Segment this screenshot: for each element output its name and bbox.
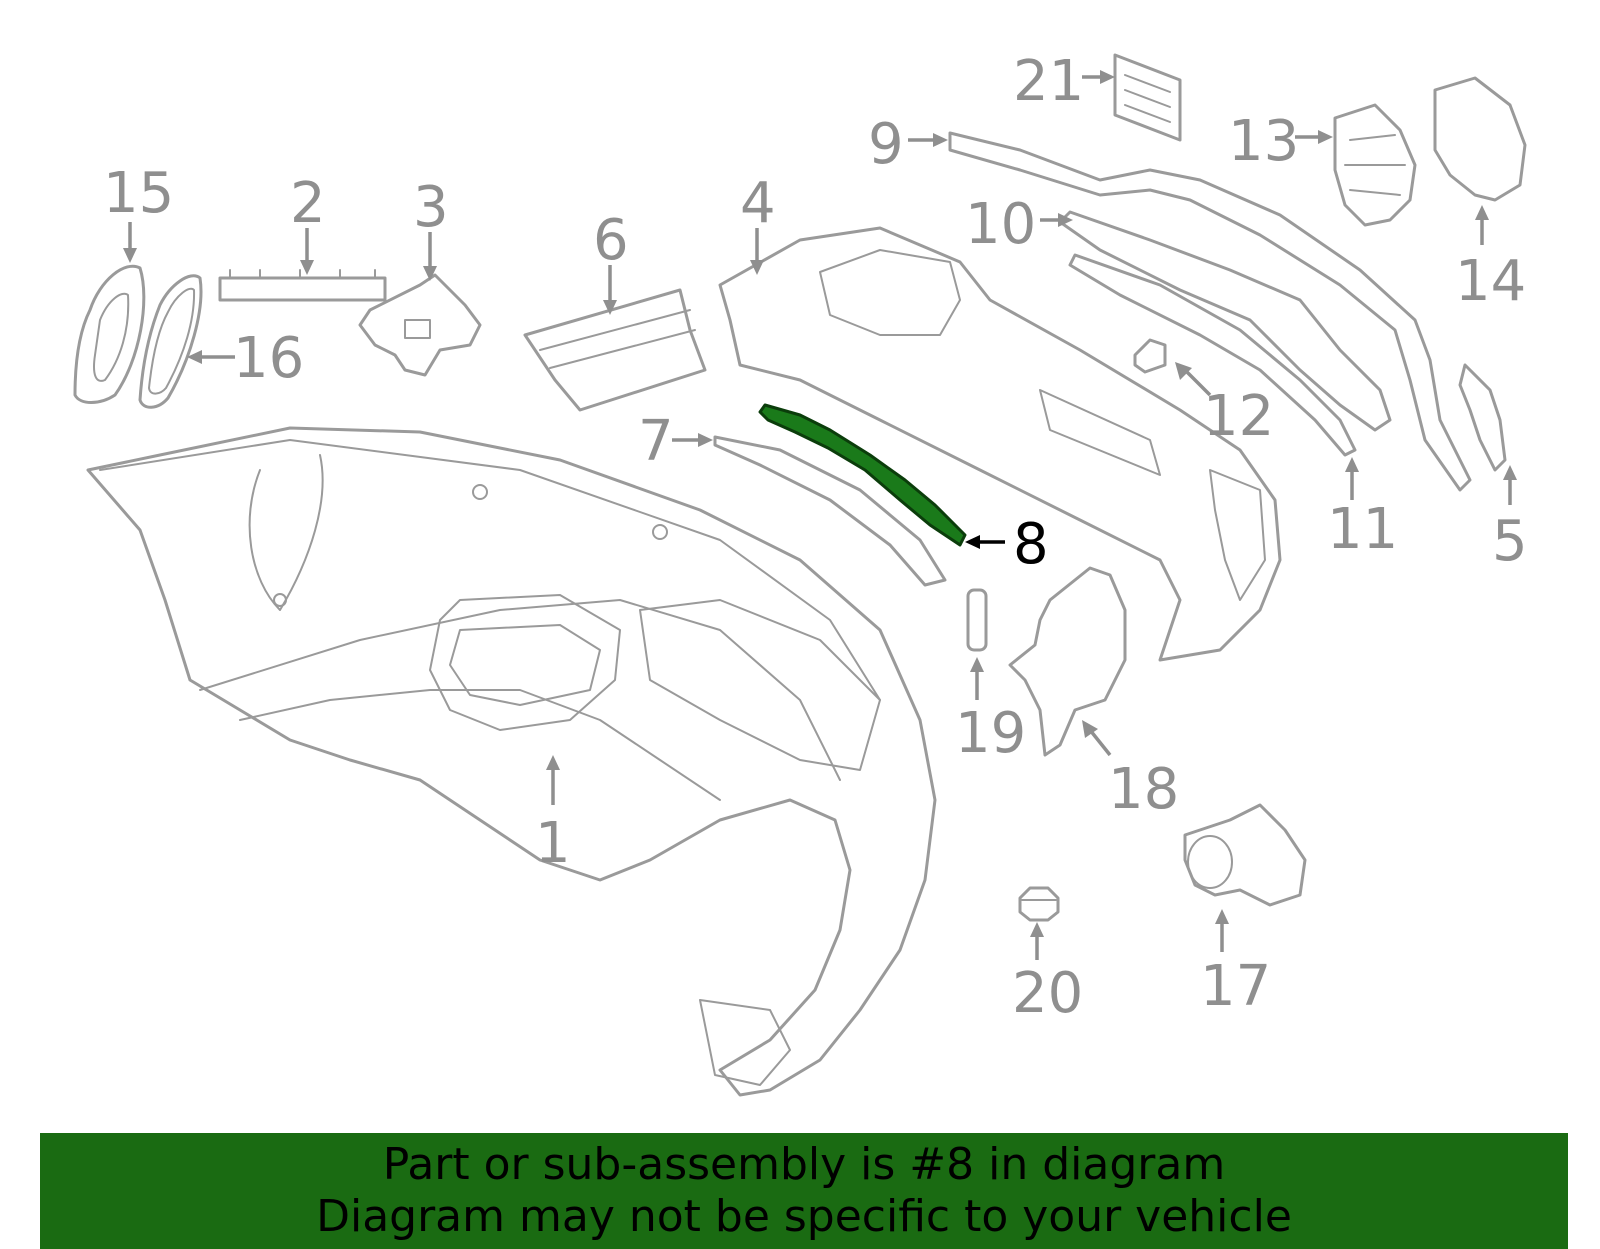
part-8-highlighted[interactable] [758,403,967,547]
part-21-plate [1113,53,1182,142]
part-10-molding [1058,210,1392,432]
part-5-side-bracket [1458,363,1507,472]
part-4-energy-absorber [718,226,1282,662]
part-16-gasket-ring [138,274,203,409]
callout-10: 10 [965,192,1036,257]
part-2-bracket-strip [218,269,387,302]
callout-3: 3 [413,175,449,240]
callout-6: 6 [593,208,629,273]
part-11-strip [1068,253,1357,457]
part-9-upper-molding [948,131,1472,492]
callout-20: 20 [1012,961,1083,1026]
callouts: 1 2 3 4 5 6 7 8 9 10 [103,49,1528,1026]
callout-14: 14 [1455,249,1526,314]
part-15-ring [73,264,146,404]
callout-17: 17 [1200,954,1271,1019]
callout-4: 4 [740,171,776,236]
part-17-air-duct [1183,803,1307,907]
part-14-cover [1433,76,1527,202]
callout-13: 13 [1228,109,1299,174]
callout-12: 12 [1203,384,1274,449]
part-1-bumper-cover [86,426,937,1097]
notice-banner: Part or sub-assembly is #8 in diagram Di… [40,1133,1568,1249]
callout-5: 5 [1492,509,1528,574]
part-7-trim-strip [713,435,947,587]
part-20-nut [1018,886,1060,922]
callout-19: 19 [955,701,1026,766]
callout-15: 15 [103,161,174,226]
part-3-mount-bracket [358,273,482,377]
callout-9: 9 [868,112,904,177]
callout-11: 11 [1327,497,1398,562]
callout-1: 1 [535,811,571,876]
callout-2: 2 [290,171,326,236]
part-12-clip [1133,338,1167,374]
banner-line-disclaimer: Diagram may not be specific to your vehi… [316,1191,1292,1242]
callout-16: 16 [233,326,304,391]
banner-line-part: Part or sub-assembly is #8 in diagram [382,1139,1226,1190]
callout-21: 21 [1013,49,1084,114]
part-18-mount [1008,566,1127,757]
callout-18: 18 [1108,757,1179,822]
callout-8: 8 [1013,512,1049,577]
part-6-guide-panel [523,288,707,412]
part-19-sleeve [966,588,988,652]
parts-diagram: 1 2 3 4 5 6 7 8 9 10 [73,49,1528,1097]
part-13-bracket-assembly [1333,103,1417,227]
callout-7: 7 [638,409,674,474]
